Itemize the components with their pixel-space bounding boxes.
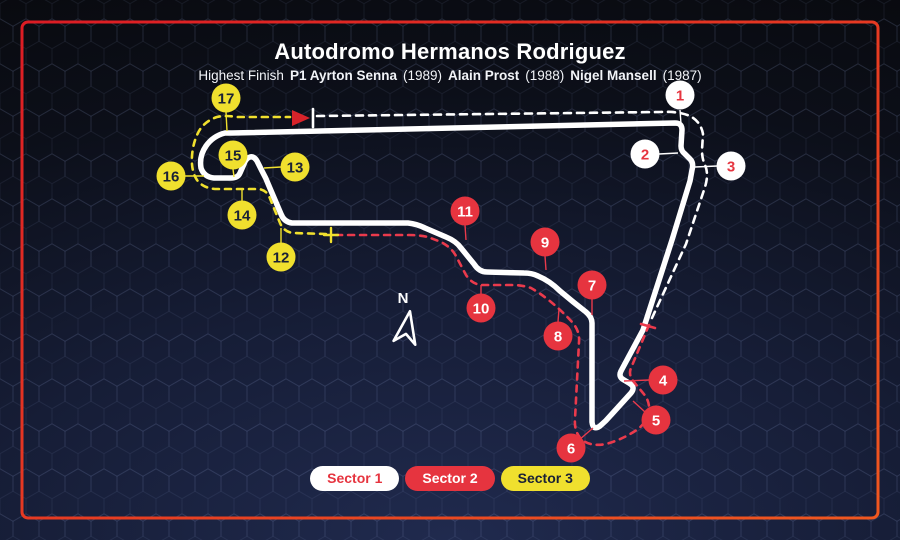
corner-marker-6: 6: [556, 427, 594, 463]
sector-1-racing-line: [315, 110, 709, 320]
svg-text:1: 1: [676, 88, 684, 105]
page-title: Autodromo Hermanos Rodriguez: [274, 39, 626, 64]
corner-marker-16: 16: [156, 161, 204, 191]
svg-text:7: 7: [588, 278, 596, 295]
svg-text:11: 11: [457, 204, 473, 221]
corner-marker-4: 4: [623, 365, 678, 395]
corner-marker-14: 14: [227, 190, 257, 230]
winner-1988: Alain Prost: [448, 68, 520, 83]
compass-north-label: N: [398, 290, 409, 307]
subtitle-prefix: Highest Finish: [198, 68, 284, 83]
svg-text:6: 6: [567, 441, 575, 458]
svg-text:2: 2: [641, 147, 649, 164]
corner-marker-11: 11: [450, 196, 480, 241]
year-1989: (1989): [402, 68, 442, 83]
svg-text:12: 12: [273, 250, 290, 267]
corner-marker-5: 5: [632, 400, 671, 435]
winner-1989: P1 Ayrton Senna: [289, 68, 397, 83]
sector-legend: Sector 1 Sector 2 Sector 3: [0, 466, 900, 492]
sector-2-racing-line: [334, 233, 651, 447]
legend-sector-3: Sector 3: [500, 466, 590, 492]
corner-marker-3: 3: [694, 151, 746, 181]
year-1987: (1987): [662, 68, 702, 83]
legend-sector-1: Sector 1: [310, 466, 400, 492]
svg-text:8: 8: [554, 329, 562, 346]
svg-text:9: 9: [541, 235, 549, 252]
winner-1987: Nigel Mansell: [570, 68, 657, 83]
year-1988: (1988): [525, 68, 565, 83]
corner-marker-10: 10: [466, 285, 496, 323]
corner-marker-13: 13: [263, 152, 310, 182]
svg-text:16: 16: [163, 169, 180, 186]
start-direction-arrow-icon: [292, 110, 310, 126]
sector2-to-sector3-cross: [322, 226, 340, 244]
corner-marker-8: 8: [543, 308, 573, 351]
compass-arrow-icon: [392, 309, 417, 346]
corner-marker-15: 15: [218, 140, 248, 178]
sector-3-racing-line: [190, 114, 328, 236]
corner-marker-17: 17: [211, 83, 241, 132]
header: Autodromo Hermanos Rodriguez Highest Fin…: [0, 39, 900, 83]
corner-marker-9: 9: [530, 227, 560, 271]
legend-sector-2: Sector 2: [405, 466, 495, 492]
svg-text:17: 17: [218, 91, 235, 108]
svg-text:13: 13: [287, 160, 304, 177]
svg-text:10: 10: [473, 301, 490, 318]
corner-marker-12: 12: [266, 228, 296, 272]
svg-text:5: 5: [652, 413, 660, 430]
svg-text:4: 4: [659, 373, 668, 390]
svg-text:14: 14: [234, 208, 251, 225]
corner-marker-2: 2: [630, 139, 679, 169]
svg-text:15: 15: [225, 148, 242, 165]
corner-marker-1: 1: [665, 80, 695, 125]
svg-text:3: 3: [727, 159, 735, 176]
frame-border: [20, 20, 880, 520]
sector1-to-sector2-tick: [639, 322, 657, 330]
corner-marker-7: 7: [577, 270, 607, 315]
compass: N: [392, 290, 417, 346]
circuit-outline: [197, 120, 696, 431]
subtitle: Highest Finish P1 Ayrton Senna (1989) Alain…: [0, 68, 900, 83]
